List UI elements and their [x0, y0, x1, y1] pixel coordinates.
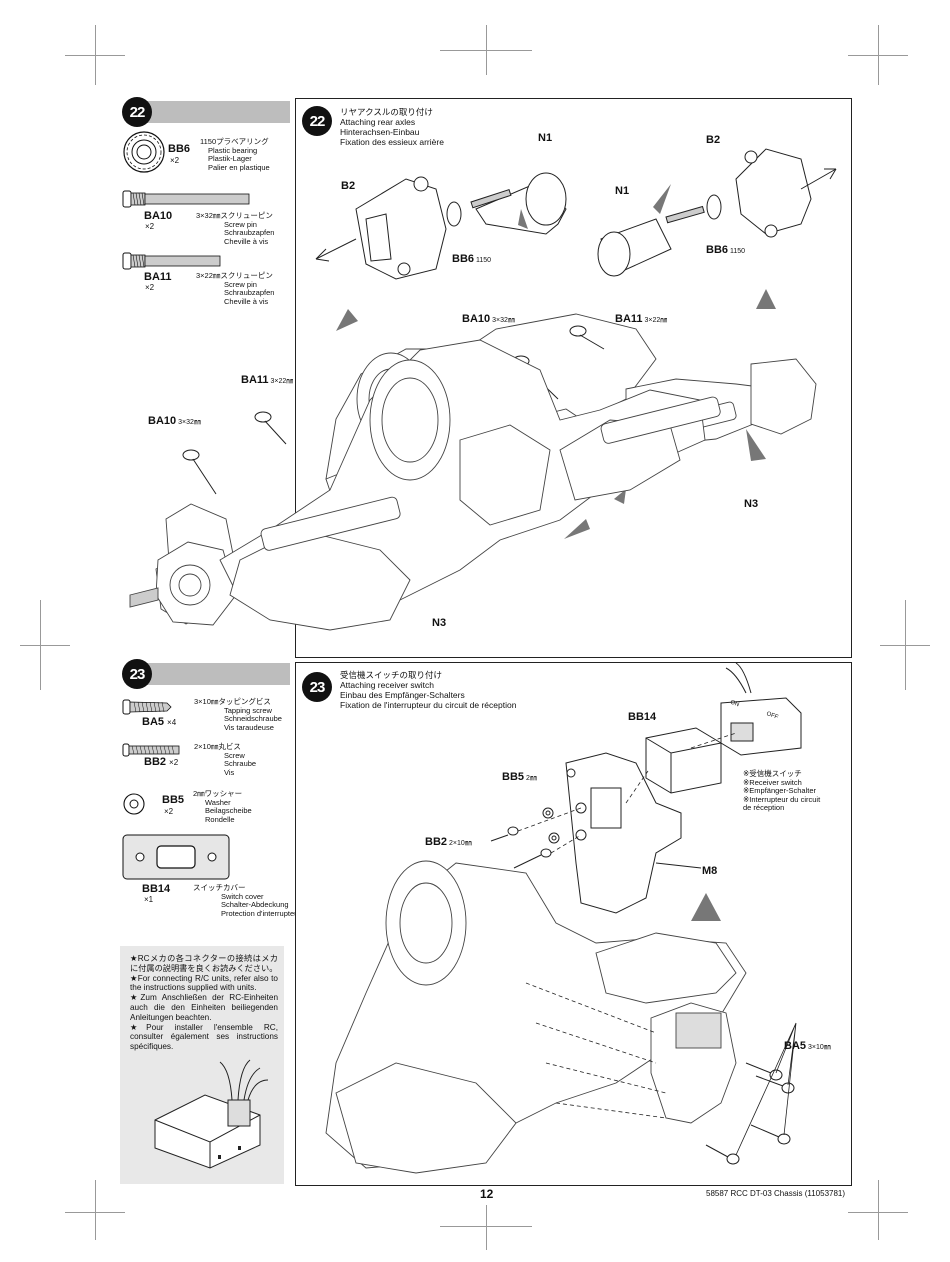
- crop-mark: [878, 1180, 879, 1240]
- bb2-part-code: BB2×2: [144, 756, 179, 768]
- bb2-part-desc: 2×10㎜丸ビス Screw Schraube Vis: [194, 742, 257, 777]
- screw-pin-long-icon: [122, 190, 250, 208]
- ba10-part-qty: ×2: [145, 222, 155, 231]
- machine-screw-icon: [122, 743, 180, 757]
- bb5-part-desc: 2㎜ワッシャー Washer Beilagscheibe Rondelle: [193, 789, 252, 824]
- bb6-part-code: BB6: [168, 143, 191, 155]
- crop-mark: [880, 645, 930, 646]
- crop-mark: [440, 1226, 532, 1227]
- crop-mark: [65, 1212, 125, 1213]
- callout-n3-bottom: N3: [432, 617, 447, 629]
- step23-parts-header-bar: [137, 663, 290, 685]
- ba5-part-code: BA5×4: [142, 716, 177, 728]
- bb14-part-desc: スイッチカバー Switch cover Schalter-Abdeckung …: [193, 883, 301, 918]
- step23-title: 受信機スイッチの取り付け Attaching receiver switch E…: [340, 670, 517, 710]
- callout-m8: M8: [702, 865, 718, 877]
- callout-n1-right: N1: [615, 185, 630, 197]
- receiver-switch-label: ※受信機スイッチ ※Receiver switch ※Empfänger-Sch…: [743, 769, 821, 813]
- page-footer: 58587 RCC DT-03 Chassis (11053781): [706, 1189, 846, 1198]
- receiver-unit-drawing: [154, 1059, 269, 1169]
- bb6-part-desc: 1150プラベアリング Plastic bearing Plastik-Lage…: [200, 137, 270, 172]
- crop-mark: [440, 50, 532, 51]
- screw-pin-short-icon: [122, 252, 221, 270]
- step23-assembly-badge: 23: [302, 672, 332, 702]
- bearing-icon: [123, 131, 165, 173]
- bb14-part-qty: ×1: [144, 895, 154, 904]
- callout-b2-right: B2: [706, 134, 721, 146]
- crop-mark: [486, 1205, 487, 1250]
- ba10-part-desc: 3×32㎜スクリューピン Screw pin Schraubzapfen Che…: [196, 211, 275, 246]
- ba11-part-qty: ×2: [145, 283, 155, 292]
- receiver-switch-exploded-drawing: [325, 662, 802, 1174]
- callout-b2-left: B2: [341, 180, 356, 192]
- bb5-part-qty: ×2: [164, 807, 174, 816]
- washer-icon: [123, 793, 145, 815]
- ba5-part-desc: 3×10㎜タッピングビス Tapping screw Schneidschrau…: [194, 697, 282, 732]
- crop-mark: [95, 1180, 96, 1240]
- callout-n3-right: N3: [744, 498, 759, 510]
- step23-parts-badge: 23: [122, 659, 152, 689]
- ba10-part-code: BA10: [144, 210, 173, 222]
- crop-mark: [20, 645, 70, 646]
- step22-parts-badge: 22: [122, 97, 152, 127]
- step22-parts-header-bar: [137, 101, 290, 123]
- step22-title: リヤアクスルの取り付け Attaching rear axles Hintera…: [340, 107, 444, 147]
- rc-connection-note: ★RCメカの各コネクターの接続はメカに付属の説明書を良くお読みください。 ★Fo…: [130, 954, 278, 1052]
- bb14-part-code: BB14: [142, 883, 171, 895]
- tapping-screw-icon: [122, 699, 172, 715]
- crop-mark: [848, 1212, 908, 1213]
- switch-cover-icon: [122, 834, 230, 880]
- ba11-part-code: BA11: [144, 271, 172, 283]
- callout-bb14: BB14: [628, 711, 657, 723]
- bb6-part-qty: ×2: [170, 156, 180, 165]
- bb5-part-code: BB5: [162, 794, 185, 806]
- page-number: 12: [480, 1187, 494, 1201]
- crop-mark: [848, 55, 908, 56]
- callout-n1-left: N1: [538, 132, 553, 144]
- crop-mark: [65, 55, 125, 56]
- chassis-body-step22-drawing: [219, 339, 721, 631]
- ba11-part-desc: 3×22㎜スクリューピン Screw pin Schraubzapfen Che…: [196, 271, 275, 306]
- step22-assembly-badge: 22: [302, 106, 332, 136]
